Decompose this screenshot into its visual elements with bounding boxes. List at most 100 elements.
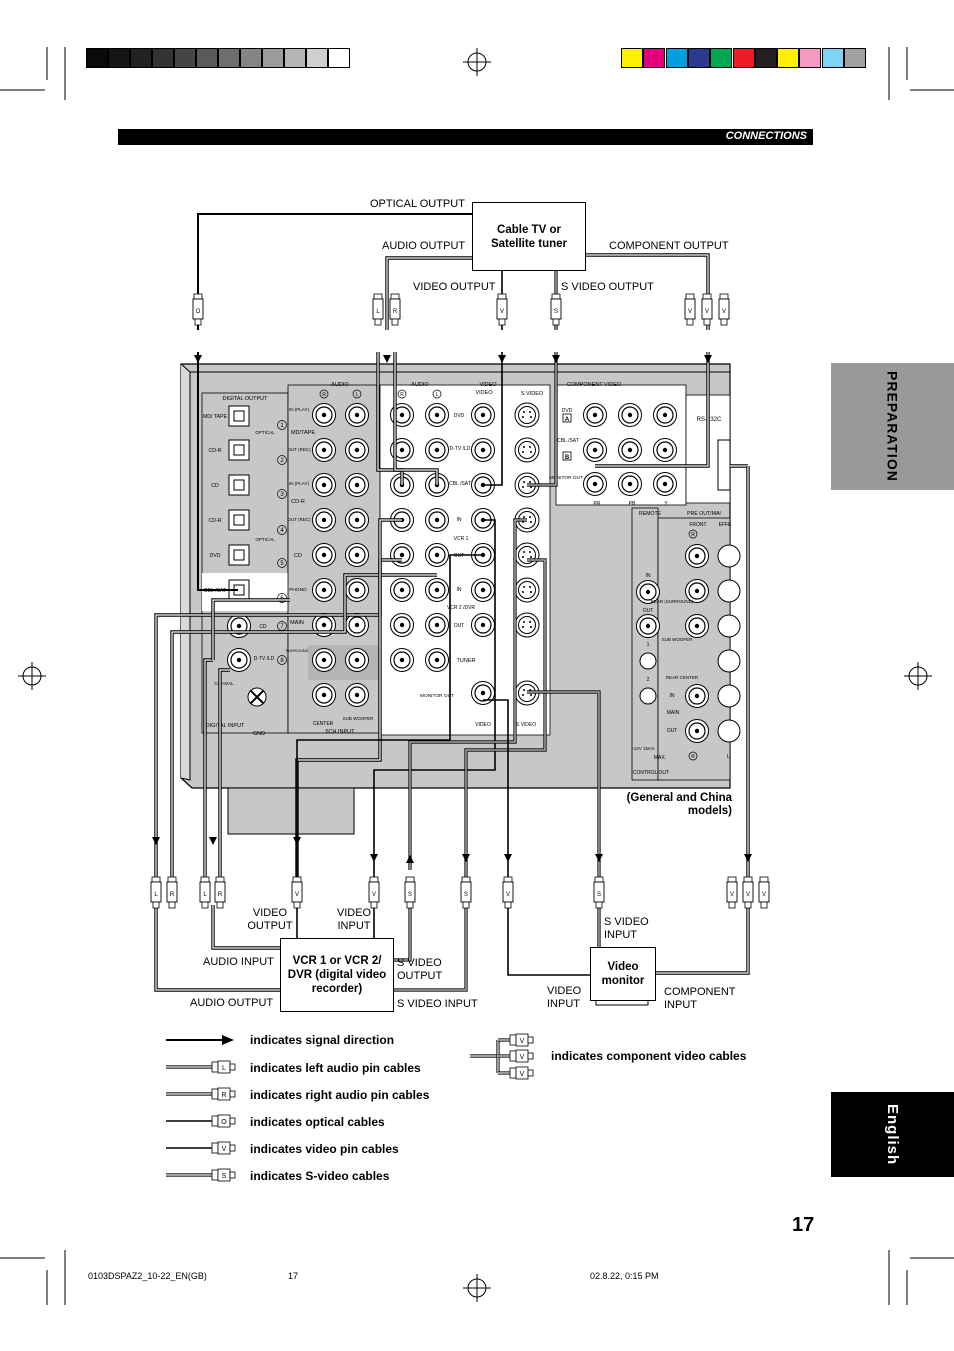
vcr-svideo-out-inner [465, 559, 546, 880]
vcr-svideo-output-bottom-inner [392, 905, 411, 961]
rca-jack-pin [694, 693, 700, 699]
monitor-video [483, 699, 509, 880]
legend-svideo-line-boot [211, 1169, 219, 1181]
audio-plug-r-letter: R [393, 309, 398, 315]
panel-label: R [691, 532, 695, 538]
rca-jack-ring [474, 581, 492, 599]
vcr-audio-in-b-inner [219, 669, 230, 880]
panel-label: VCR 2 /DVR [447, 605, 475, 611]
legend-optical-line-tip [229, 1117, 236, 1125]
gray-swatch [306, 48, 328, 68]
s-video-pin [523, 516, 525, 518]
legend-left-audio-line-boot [211, 1061, 219, 1073]
panel-label: R [400, 392, 404, 398]
legend-right-audio-line-boot [211, 1088, 219, 1100]
vcr-rec-l-inner [212, 599, 290, 660]
rca-jack-pin [480, 447, 486, 453]
legend-s-video: indicates S-video cables [250, 1169, 390, 1183]
r-circle [319, 389, 329, 399]
panel-label: IN [457, 587, 462, 593]
trigger-jack-2 [639, 687, 657, 705]
legend-component-tip [527, 1052, 534, 1060]
s-video-pin [529, 621, 531, 623]
signal-arrow [194, 355, 202, 363]
s-video-jack-ring [518, 546, 536, 564]
video-plug-tip [497, 293, 507, 300]
rca-jack-pin [694, 728, 700, 734]
color-swatch [799, 48, 822, 68]
legend-optical-line-boot [211, 1115, 219, 1127]
rca-jack-pin [321, 447, 327, 453]
monitor-video-bottom [507, 905, 590, 976]
panel-label: OUT (REC) [287, 447, 311, 452]
rca-jack-ring [315, 406, 333, 424]
rca-jack-pin [321, 622, 327, 628]
rca-jack-ring [428, 406, 446, 424]
optical-jack [228, 439, 250, 461]
pre-out-jack [717, 544, 741, 568]
panel-label: D-TV /LD [450, 446, 471, 452]
trigger-jack-1 [639, 652, 657, 670]
rca-jack-ring [393, 546, 411, 564]
panel-label: DVD [562, 408, 573, 414]
panel-label: IN [670, 693, 675, 699]
panel-label: CBL /SAT [449, 481, 471, 487]
s-video-pin [523, 446, 525, 448]
optical-jack [228, 509, 250, 531]
legend-left-audio: indicates left audio pin cables [250, 1061, 421, 1075]
number-circle [277, 489, 287, 499]
s-video-jack-ring [518, 616, 536, 634]
rca-jack-ring [621, 406, 639, 424]
vcr-svideo-in-inner [409, 519, 527, 870]
legend-component-boot [509, 1067, 517, 1079]
panel-label: CD-R [291, 499, 305, 505]
panel-label: L [727, 754, 730, 760]
s-video-pin [523, 689, 525, 691]
legend-video-line-letter: V [222, 1146, 227, 1153]
video-to-panel [483, 352, 503, 486]
video-plug-letter: V [500, 309, 504, 315]
monitor-component-bottom [654, 905, 750, 975]
svideo-to-panel-inner [527, 352, 557, 486]
number-circle [277, 455, 287, 465]
registration-mark-top [463, 48, 491, 76]
rca-jack-pin [354, 587, 360, 593]
rca-jack-pin [236, 657, 242, 663]
rca-jack-ring [393, 581, 411, 599]
panel-label: VCR 1 [454, 536, 469, 542]
panel-label: IN [457, 517, 462, 523]
digital-output-label: DIGITAL OUTPUT [223, 396, 269, 402]
rca-jack-ring [428, 651, 446, 669]
rca-jack-ring [348, 441, 366, 459]
panel-label: S VIDEO [521, 391, 544, 397]
signal-arrow [552, 355, 560, 363]
number-circle [277, 655, 287, 665]
panel-label: CONTROL OUT [633, 770, 669, 776]
rca-jack-ring [315, 511, 333, 529]
signal-arrow [498, 355, 506, 363]
footer-date: 02.8.22, 0:15 PM [590, 1271, 659, 1281]
panel-label: DVD [454, 413, 465, 419]
vcr-plug-s1-tip [405, 876, 415, 883]
number-label: 3 [280, 492, 284, 498]
panel-label: MAIN [290, 620, 304, 626]
rca-jack-pin [354, 552, 360, 558]
gray-swatch [196, 48, 218, 68]
monitor-plug-c3-boot [760, 901, 768, 909]
rca-jack-ring [428, 441, 446, 459]
legend-component-letter: V [520, 1071, 525, 1078]
monitor-plug-s-letter: S [597, 892, 601, 898]
monitor-video-input-label: VIDEO INPUT [547, 985, 582, 1010]
s-video-jack-ring [518, 406, 536, 424]
audio-plug-l-letter: L [376, 309, 380, 315]
s-video-pin [529, 446, 531, 448]
rca-jack-pin [694, 553, 700, 559]
tab-preparation: PREPARATION [831, 363, 954, 490]
panel-label: CD [259, 624, 267, 630]
vcr-plug-s2-tip [461, 876, 471, 883]
monitor-plug-c2-tip [743, 876, 753, 883]
legend-component-tip [527, 1036, 534, 1044]
legend-left-audio-line-tip [229, 1063, 236, 1071]
signal-arrow [504, 854, 512, 862]
tuner-audio-output-label: AUDIO OUTPUT [382, 240, 466, 252]
